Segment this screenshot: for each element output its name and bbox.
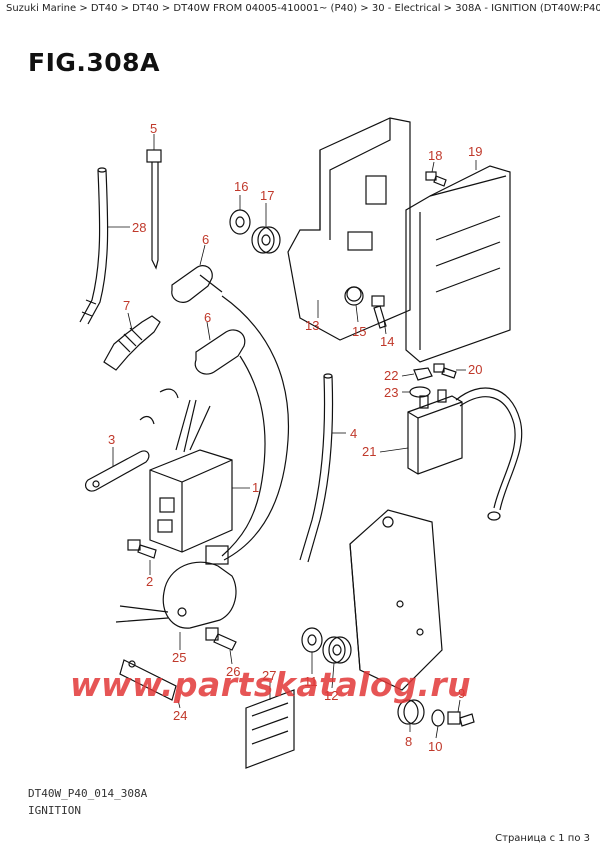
part-25-ignition-coil — [115, 545, 237, 650]
part-26-bolt — [205, 627, 237, 665]
callout-5[interactable]: 5 — [150, 121, 157, 136]
part-6-plug-cap-upper — [171, 244, 223, 303]
callout-14[interactable]: 14 — [380, 334, 394, 349]
callout-15[interactable]: 15 — [352, 324, 366, 339]
part-4-tube — [299, 373, 346, 563]
part-8-grommet — [397, 699, 425, 732]
callout-4[interactable]: 4 — [350, 426, 357, 441]
watermark-text: www.partskatalog.ru — [70, 665, 472, 704]
callout-3[interactable]: 3 — [108, 432, 115, 447]
page-info: Страница с 1 по 3 — [495, 833, 590, 844]
part-5-cable-tie — [146, 134, 162, 270]
part-2-bolt — [127, 539, 157, 575]
part-15-grommet — [344, 286, 364, 323]
part-7-spark-plug — [103, 312, 161, 371]
callout-28[interactable]: 28 — [132, 220, 146, 235]
callout-8[interactable]: 8 — [405, 734, 412, 749]
part-18-screw — [425, 161, 447, 187]
part-21-starter-relay — [379, 387, 523, 521]
callout-10[interactable]: 10 — [428, 739, 442, 754]
part-24-plate — [119, 659, 181, 709]
part-10-washer — [431, 709, 445, 739]
part-28-tube — [79, 167, 130, 325]
part-11-washer — [301, 627, 323, 674]
part-22-nut — [401, 367, 433, 381]
part-14-bolt — [371, 295, 387, 335]
callout-17[interactable]: 17 — [260, 188, 274, 203]
bracket-plate — [349, 509, 443, 691]
callout-12[interactable]: 12 — [324, 688, 338, 703]
callout-18[interactable]: 18 — [428, 148, 442, 163]
callout-6a[interactable]: 6 — [202, 232, 209, 247]
callout-labels: 1 2 3 4 5 6 6 7 8 9 10 11 12 13 14 15 16… — [108, 121, 482, 754]
breadcrumb: Suzuki Marine > DT40 > DT40 > DT40W FROM… — [6, 3, 600, 14]
callout-23[interactable]: 23 — [384, 385, 398, 400]
part-9-bolt — [447, 699, 475, 727]
part-6-plug-cap-lower — [194, 321, 246, 375]
callout-19[interactable]: 19 — [468, 144, 482, 159]
callout-26[interactable]: 26 — [226, 664, 240, 679]
part-19-cover — [405, 160, 511, 363]
part-1-cdi-unit — [139, 388, 250, 553]
callout-25[interactable]: 25 — [172, 650, 186, 665]
part-17-grommet — [251, 203, 281, 254]
figure-title: FIG.308A — [28, 48, 160, 77]
callout-27[interactable]: 27 — [262, 668, 276, 683]
callout-7[interactable]: 7 — [123, 298, 130, 313]
part-20-screw — [433, 363, 466, 379]
figure-code: DT40W_P40_014_308A — [28, 787, 148, 800]
callout-24[interactable]: 24 — [173, 708, 187, 723]
callout-21[interactable]: 21 — [362, 444, 376, 459]
high-tension-wires — [221, 295, 290, 561]
callout-11[interactable]: 11 — [304, 674, 318, 689]
callout-13[interactable]: 13 — [305, 318, 319, 333]
part-16-washer — [229, 195, 251, 235]
part-3-bracket — [84, 447, 150, 492]
part-12-grommet — [322, 636, 352, 689]
callout-6b[interactable]: 6 — [204, 310, 211, 325]
callout-20[interactable]: 20 — [468, 362, 482, 377]
part-13-electric-box — [287, 117, 411, 341]
callout-22[interactable]: 22 — [384, 368, 398, 383]
callout-1[interactable]: 1 — [252, 480, 259, 495]
callout-2[interactable]: 2 — [146, 574, 153, 589]
figure-name: IGNITION — [28, 804, 81, 817]
part-27-label — [245, 682, 295, 769]
callout-16[interactable]: 16 — [234, 179, 248, 194]
callout-9[interactable]: 9 — [458, 686, 465, 701]
